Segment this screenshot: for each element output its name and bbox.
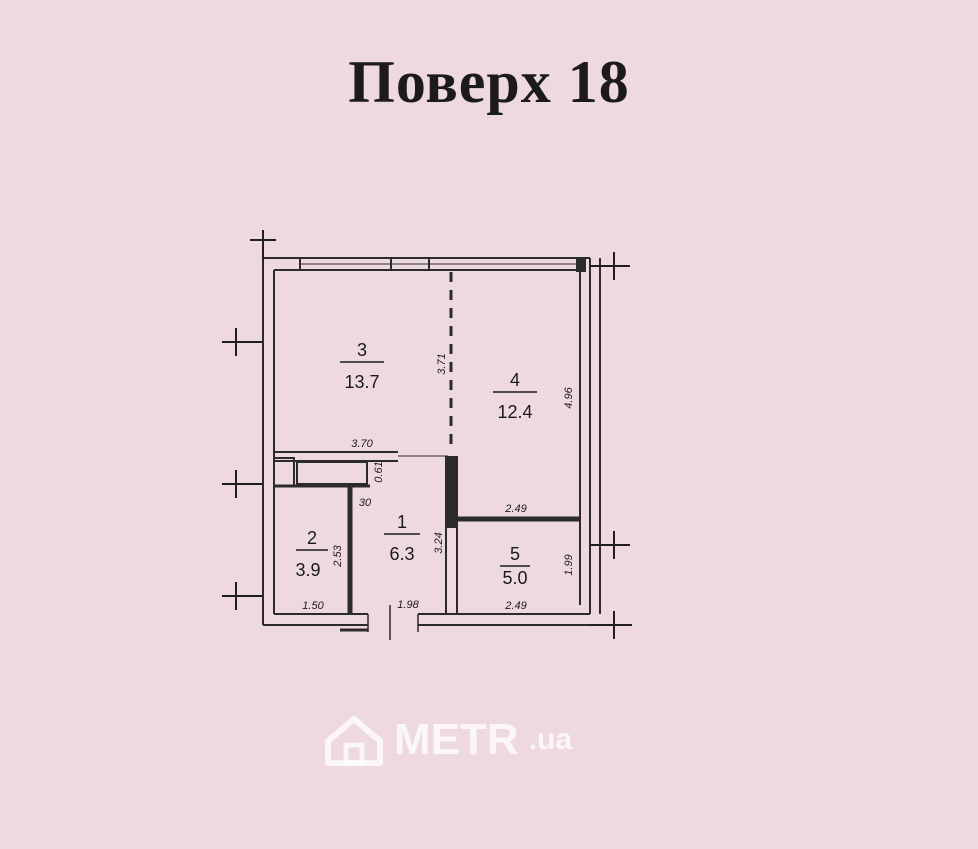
watermark-tld: .ua: [528, 723, 573, 756]
axis-markers: [222, 230, 632, 639]
room-5: 5 5.0: [500, 544, 530, 588]
dim-3-70: 3.70: [351, 438, 373, 450]
room-5-number: 5: [510, 544, 520, 564]
interior-walls: [273, 451, 580, 614]
floor-title: Поверх 18: [348, 49, 630, 115]
dim-4-96: 4.96: [563, 386, 575, 408]
dim-1-98: 1.98: [397, 599, 419, 611]
dim-1-99: 1.99: [563, 554, 575, 575]
room-1: 1 6.3: [384, 512, 420, 564]
room-4-number: 4: [510, 370, 520, 390]
dim-2-49-top: 2.49: [504, 503, 526, 515]
room-3: 3 13.7: [340, 340, 384, 392]
watermark-brand: METR: [394, 715, 519, 764]
dim-1-50: 1.50: [302, 600, 324, 612]
dim-3-71: 3.71: [436, 353, 448, 374]
dim-0-61: 0.61: [373, 461, 385, 482]
dim-2-49-bottom: 2.49: [504, 600, 526, 612]
room-2-number: 2: [307, 528, 317, 548]
room-3-number: 3: [357, 340, 367, 360]
room-1-number: 1: [397, 512, 407, 532]
room-2: 2 3.9: [295, 528, 328, 580]
room-1-area: 6.3: [389, 544, 414, 564]
metr-watermark: METR .ua: [322, 713, 572, 767]
window: [390, 257, 430, 271]
room-4-area: 12.4: [497, 402, 532, 422]
entrance-door: [340, 605, 419, 640]
room-3-area: 13.7: [344, 372, 379, 392]
dim-30: 30: [359, 497, 372, 509]
room-2-area: 3.9: [295, 560, 320, 580]
room-4: 4 12.4: [493, 370, 537, 422]
dim-3-24: 3.24: [433, 532, 445, 553]
dim-2-53: 2.53: [332, 544, 344, 567]
room-5-area: 5.0: [502, 568, 527, 588]
house-icon: [325, 716, 383, 766]
